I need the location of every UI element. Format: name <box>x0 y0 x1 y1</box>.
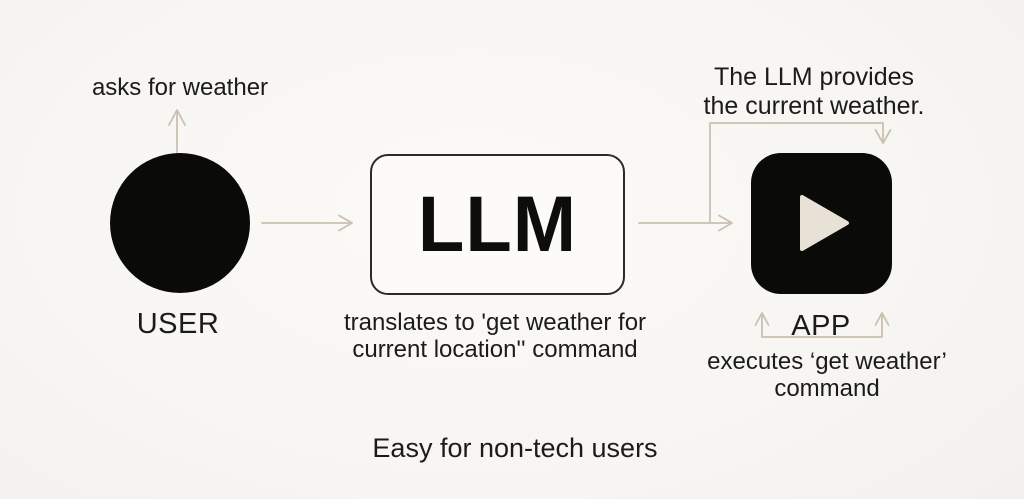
user-node-circle <box>110 153 250 293</box>
app-top-annotation: The LLM provides the current weather. <box>664 63 964 120</box>
app-node-box <box>751 153 892 294</box>
app-bottom-annotation: executes ‘get weather’ command <box>677 348 977 403</box>
user-annotation: asks for weather <box>91 74 269 101</box>
llm-node-text: LLM <box>417 180 578 269</box>
llm-node-box: LLM <box>370 154 625 295</box>
app-top-annotation-line2: the current weather. <box>703 91 925 120</box>
app-bottom-annotation-line2: command <box>774 375 880 403</box>
llm-annotation: translates to 'get weather for current l… <box>325 309 665 364</box>
llm-to-app-arrow <box>639 216 732 231</box>
app-top-annotation-line1: The LLM provides <box>713 63 915 91</box>
app-bottom-annotation-line1: executes ‘get weather’ <box>707 348 947 375</box>
user-to-llm-arrow <box>262 216 352 231</box>
diagram-caption: Easy for non-tech users <box>372 433 658 463</box>
llm-annotation-line1: translates to 'get weather for <box>343 309 647 336</box>
app-node-label: APP <box>791 310 851 342</box>
play-icon <box>800 195 849 251</box>
llm-annotation-line2: current location'' command <box>352 336 638 364</box>
user-node-label: USER <box>136 308 220 340</box>
